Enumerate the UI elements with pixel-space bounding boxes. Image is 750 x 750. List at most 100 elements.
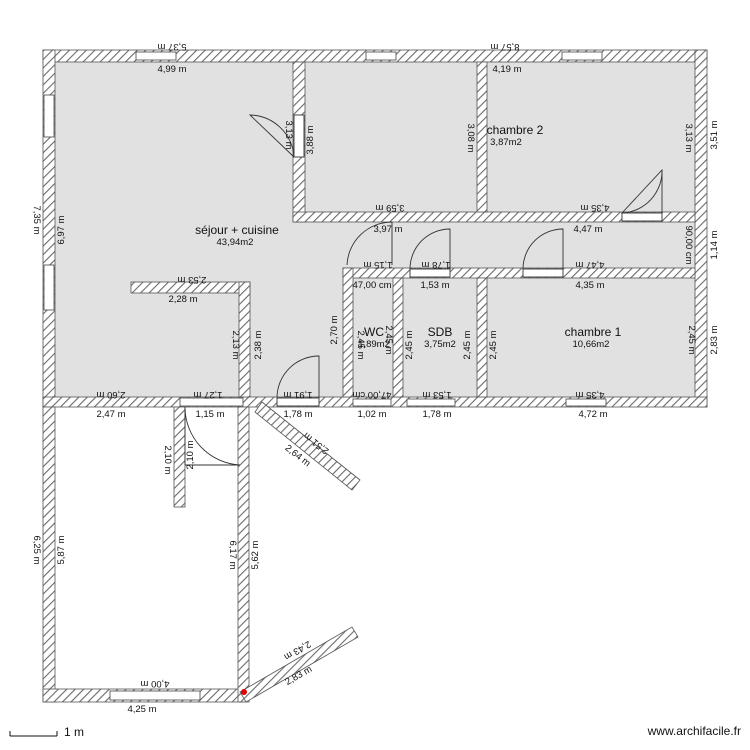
dim-midwall-b: 2,47 m xyxy=(96,409,125,420)
window-top-2 xyxy=(365,51,397,61)
door-chambre2 xyxy=(620,168,663,222)
dim-left-outer: 7,35 m xyxy=(31,205,42,234)
wall-diagonal-lower xyxy=(239,626,359,703)
dim-midwall-f: 1,78 m xyxy=(283,409,312,420)
wall-garage-right xyxy=(237,406,250,703)
dim-corr-f: 4,35 m xyxy=(575,280,604,291)
room-area-sdb: 3,75m2 xyxy=(424,339,456,350)
door-corridor-1 xyxy=(346,221,393,266)
room-name-sdb: SDB xyxy=(428,325,453,339)
window-top-1 xyxy=(135,51,177,61)
dim-sdb-b: 2,45 m xyxy=(462,330,473,359)
wall-wc-left xyxy=(342,267,354,398)
dim-ch2-left-a: 3,13 m xyxy=(283,120,294,149)
door-chambre1 xyxy=(522,228,564,278)
door-garage xyxy=(184,406,241,466)
brand-watermark: www.archifacile.fr xyxy=(647,724,741,738)
dim-ch2-mid: 3,08 m xyxy=(465,123,476,152)
dim-part-b: 2,10 m xyxy=(185,440,196,469)
dim-midwall-a: 2,60 m xyxy=(96,389,125,400)
windows xyxy=(43,51,607,701)
room-name-chambre1: chambre 1 xyxy=(565,325,622,339)
dim-corr-c: 4,47 m xyxy=(575,259,604,270)
origin-marker xyxy=(241,689,247,695)
window-left-1 xyxy=(43,94,55,138)
dim-corr-d: 47,00 cm xyxy=(352,280,391,291)
window-top-3 xyxy=(561,51,603,61)
dim-garage-bottom-a: 4,00 m xyxy=(140,678,169,689)
dim-ch2-bottom-a: 3,59 m xyxy=(375,202,404,213)
dim-right-114: 1,14 m xyxy=(709,230,720,259)
dim-left-inner: 6,97 m xyxy=(56,215,67,244)
floors xyxy=(55,62,695,397)
floor-chambre2 xyxy=(305,62,695,212)
door-opening-garage xyxy=(179,397,244,407)
window-left-2 xyxy=(43,264,55,311)
room-name-wc: WC xyxy=(364,325,384,339)
dim-midwall-d: 1,15 m xyxy=(195,409,224,420)
dim-wc-b: 2,45 m xyxy=(383,325,394,354)
dim-shelf-c: 2,13 m xyxy=(230,330,241,359)
dim-midwall-l: 4,72 m xyxy=(578,409,607,420)
dim-top-inner-right: 4,19 m xyxy=(492,64,521,75)
wall-garage-left xyxy=(42,406,56,703)
dim-corr-b: 1,78 m xyxy=(421,259,450,270)
dim-midwall-e: 1,91 m xyxy=(283,389,312,400)
dim-sdb-a: 2,45 m xyxy=(404,330,415,359)
dim-wc-a: 2,45 m xyxy=(355,330,366,359)
dim-right-outer-bottom: 2,83 m xyxy=(709,325,720,354)
dim-ch2-bottom-b: 3,97 m xyxy=(373,224,402,235)
dim-wall-270: 2,70 m xyxy=(329,315,340,344)
doors xyxy=(184,114,663,466)
dim-shelf-d: 2,38 m xyxy=(253,330,264,359)
window-bottom-ch1 xyxy=(565,398,607,407)
dim-right-outer-top: 3,51 m xyxy=(709,120,720,149)
window-bottom-wc xyxy=(352,398,392,407)
floor-sdb xyxy=(403,278,477,397)
wall-shelf-vertical xyxy=(238,281,251,398)
window-garage xyxy=(109,690,201,701)
dim-garage-right-a: 6,17 m xyxy=(227,540,238,569)
dim-garage-right-b: 5,62 m xyxy=(250,540,261,569)
wall-wc-sdb xyxy=(392,277,404,398)
dim-ch2-left-b: 3,88 m xyxy=(305,125,316,154)
dim-garage-left-outer: 6,25 m xyxy=(31,535,42,564)
dim-ch1-b: 2,45 m xyxy=(686,325,697,354)
door-chambre2-left xyxy=(248,114,305,158)
wall-ch2-bottom xyxy=(292,211,696,223)
wall-garage-partition xyxy=(173,406,186,508)
dim-midwall-c: 1,27 m xyxy=(193,389,222,400)
window-bottom-sdb xyxy=(406,398,456,407)
floor-chambre1 xyxy=(487,278,695,397)
dim-shelf-b: 2,28 m xyxy=(168,294,197,305)
scale-label: 1 m xyxy=(64,725,84,739)
dim-top-outer-right: 8,57 m xyxy=(490,41,519,52)
dim-top-inner-left: 4,99 m xyxy=(157,64,186,75)
dim-garage-bottom-b: 4,25 m xyxy=(127,704,156,715)
dim-midwall-g: 47,00 cm xyxy=(352,389,391,400)
dim-corr-right: 90,00 cm xyxy=(683,225,694,264)
dim-garage-left-inner: 5,87 m xyxy=(56,535,67,564)
room-area-wc: 1,89m2 xyxy=(358,339,390,350)
dim-midwall-i: 1,53 m xyxy=(422,389,451,400)
door-wc xyxy=(409,228,451,278)
dim-ch2-bottom-c: 4,35 m xyxy=(580,202,609,213)
wall-diagonal-upper xyxy=(254,401,361,491)
wall-sdb-ch1 xyxy=(476,277,488,398)
room-name-sejour: séjour + cuisine xyxy=(195,223,279,237)
floor-corridor xyxy=(295,222,695,268)
room-area-sejour: 43,94m2 xyxy=(217,237,254,248)
dim-midwall-h: 1,02 m xyxy=(357,409,386,420)
wall-corridor-bottom xyxy=(342,267,696,279)
dim-midwall-j: 1,78 m xyxy=(422,409,451,420)
room-labels: séjour + cuisine 43,94m2 chambre 2 3,87m… xyxy=(195,123,622,350)
door-sejour-bottom xyxy=(276,355,320,407)
scale-bar: 1 m xyxy=(9,725,84,739)
room-area-chambre1: 10,66m2 xyxy=(573,339,610,350)
room-area-chambre2: 3,87m2 xyxy=(490,137,522,148)
dim-top-outer-left: 5,37 m xyxy=(157,41,186,52)
dim-corr-a: 1,15 m xyxy=(363,259,392,270)
dim-shelf-a: 2,53 m xyxy=(177,274,206,285)
dim-part-a: 2,10 m xyxy=(162,445,173,474)
